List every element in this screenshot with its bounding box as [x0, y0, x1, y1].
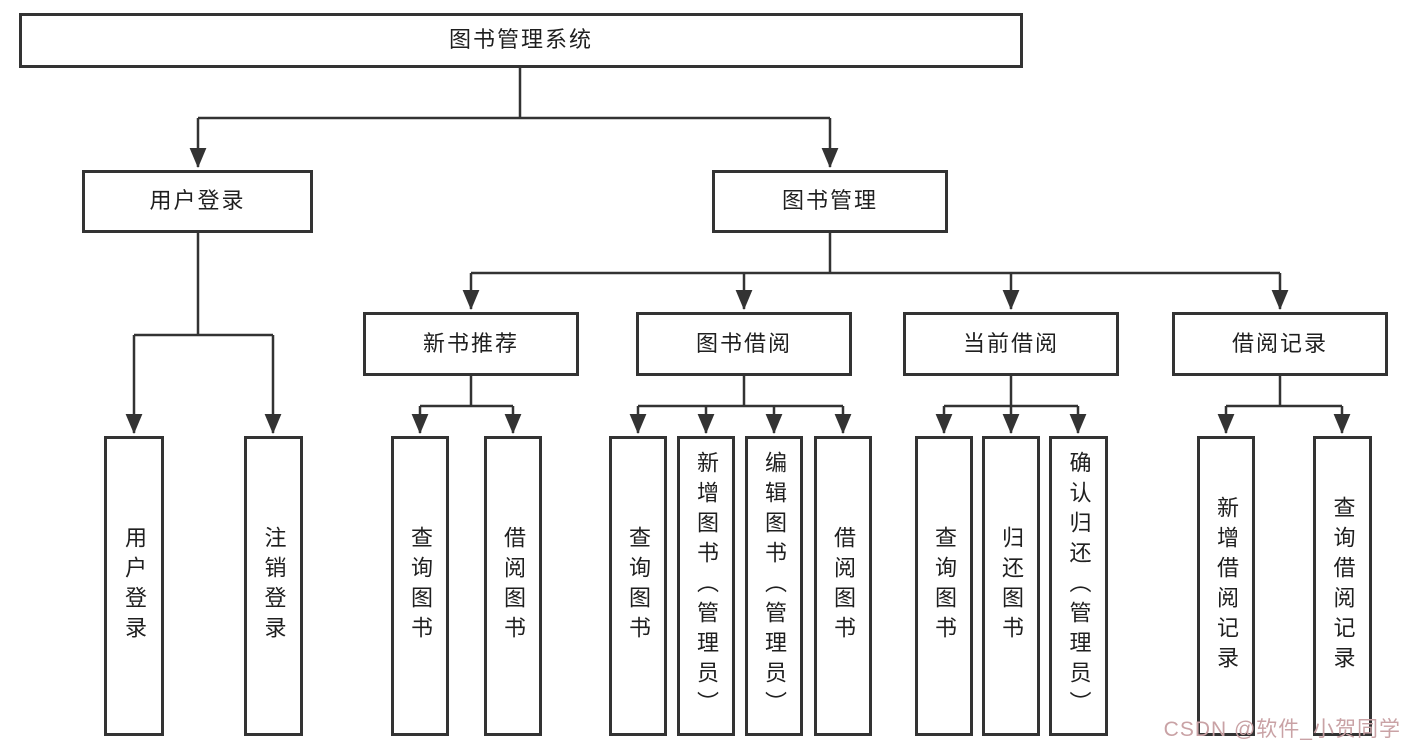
node-label: 图书管理系统 — [448, 27, 593, 53]
node-label: 归还图书 — [999, 526, 1024, 646]
node-label: 新增图书（管理员） — [694, 451, 719, 721]
node-label: 查询图书 — [626, 526, 651, 646]
node-label: 查询图书 — [932, 526, 957, 646]
node-borrow-records: 借阅记录 — [1172, 312, 1388, 376]
node-library-system: 图书管理系统 — [19, 13, 1023, 68]
leaf-query-books-current: 查询图书 — [915, 436, 973, 736]
node-current-borrowing: 当前借阅 — [903, 312, 1119, 376]
node-label: 查询借阅记录 — [1330, 496, 1356, 676]
leaf-confirm-return-admin: 确认归还（管理员） — [1049, 436, 1108, 736]
leaf-user-login: 用户登录 — [104, 436, 164, 736]
node-label: 注销登录 — [261, 526, 287, 646]
leaf-add-borrow-record: 新增借阅记录 — [1197, 436, 1255, 736]
node-label: 编辑图书（管理员） — [762, 451, 787, 721]
leaf-borrow-books-recommend: 借阅图书 — [484, 436, 542, 736]
node-label: 图书借阅 — [695, 330, 792, 356]
csdn-watermark: CSDN @软件_小贺同学 — [1163, 718, 1401, 741]
node-label: 借阅图书 — [831, 526, 856, 646]
node-new-book-recommend: 新书推荐 — [363, 312, 579, 376]
leaf-query-books-recommend: 查询图书 — [391, 436, 449, 736]
node-label: 新书推荐 — [422, 330, 519, 356]
leaf-add-book-admin: 新增图书（管理员） — [677, 436, 735, 736]
leaf-logout-login: 注销登录 — [244, 436, 303, 736]
node-label: 查询图书 — [408, 526, 433, 646]
node-label: 用户登录 — [149, 188, 246, 214]
node-label: 用户登录 — [122, 526, 147, 646]
node-book-management: 图书管理 — [712, 170, 948, 233]
node-label: 确认归还（管理员） — [1066, 451, 1092, 721]
node-label: 当前借阅 — [962, 330, 1059, 356]
leaf-edit-book-admin: 编辑图书（管理员） — [745, 436, 803, 736]
leaf-borrow-books-borrowing: 借阅图书 — [814, 436, 872, 736]
node-label: 图书管理 — [781, 188, 878, 214]
leaf-query-books-borrowing: 查询图书 — [609, 436, 667, 736]
node-book-borrowing: 图书借阅 — [636, 312, 852, 376]
node-label: 借阅记录 — [1231, 330, 1328, 356]
node-user-login: 用户登录 — [82, 170, 313, 233]
node-label: 新增借阅记录 — [1214, 496, 1239, 676]
leaf-return-book: 归还图书 — [982, 436, 1040, 736]
leaf-query-borrow-record: 查询借阅记录 — [1313, 436, 1372, 736]
node-label: 借阅图书 — [501, 526, 526, 646]
